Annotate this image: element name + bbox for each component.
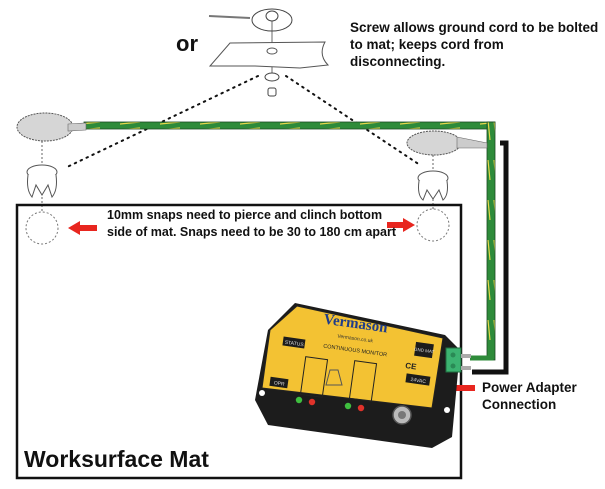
or-label: or — [176, 31, 198, 56]
continuous-monitor-device: Vermason Vermason.co.uk CONTINUOUS MONIT… — [255, 303, 471, 448]
power-cord — [472, 140, 509, 375]
indicator-panel-right — [348, 360, 378, 402]
power-pointer-icon — [449, 385, 475, 391]
washer-icon — [264, 72, 280, 82]
screw-mount-illustration — [208, 8, 330, 97]
alarm-speaker-icon — [325, 369, 343, 386]
led-red-icon — [308, 398, 316, 406]
arrow-left-icon — [68, 221, 97, 235]
cord-tail-icon — [208, 15, 251, 19]
port-label-24vac: 24VAC — [410, 377, 427, 385]
ce-mark: CE — [405, 361, 418, 372]
snap-hole-icon — [416, 208, 450, 242]
snap-note: 10mm snaps need to pierce and clinch bot… — [107, 208, 396, 239]
screw-note: Screw allows ground cord to be bolted to… — [350, 20, 599, 69]
arrow-right-icon — [387, 218, 415, 232]
device-website: Vermason.co.uk — [337, 334, 374, 345]
mount-hole-icon — [259, 390, 265, 396]
led-green-icon — [344, 402, 352, 410]
screw-icon — [267, 87, 277, 97]
snap-right — [406, 130, 488, 242]
worksurface-mat — [15, 203, 463, 480]
dotted-guide-right — [285, 75, 421, 166]
ring-connector-icon — [406, 130, 462, 156]
worksurface-mat-label: Worksurface Mat — [24, 446, 209, 472]
mount-hole-icon — [444, 407, 450, 413]
port-label-status: STATUS — [284, 340, 304, 349]
power-adapter-note: Power Adapter Connection — [482, 380, 577, 412]
led-red-icon — [357, 404, 365, 412]
indicator-panel-left — [299, 356, 329, 398]
mat-section-icon — [208, 41, 330, 69]
terminal-block-icon — [445, 347, 462, 373]
snap-hole-icon — [25, 211, 59, 245]
led-green-icon — [295, 396, 303, 404]
port-label-gnd-mat: GND MAT — [414, 347, 435, 355]
port-label-opr: OPR — [273, 380, 285, 388]
ring-connector-icon — [16, 112, 74, 142]
snap-left — [16, 112, 87, 245]
